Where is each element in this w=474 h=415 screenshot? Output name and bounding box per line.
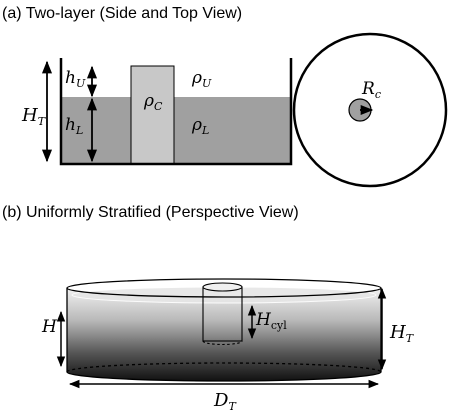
depth-label: H: [41, 317, 58, 337]
tank-walls: [59, 58, 293, 166]
upper-density-label: ρU: [191, 68, 212, 90]
stratified-tank: [56, 278, 387, 389]
cylinder-top-ellipse: [202, 282, 243, 292]
stratified-fluid: [67, 288, 381, 381]
cylinder-density-label: ρC: [143, 91, 163, 113]
total-height-label: HT: [21, 105, 47, 128]
lower-density-label: ρL: [191, 115, 209, 137]
tank-bottom-hidden: [66, 362, 382, 373]
radius-label: Rc: [361, 79, 381, 101]
side-view-tank: [41, 58, 293, 166]
panel-a-caption: (a) Two-layer (Side and Top View): [2, 5, 242, 22]
top-view: [292, 32, 448, 188]
total-height-label-b: HT: [389, 322, 415, 345]
cylinder-side: [130, 65, 175, 165]
cylinder-base: [202, 340, 243, 346]
lower-depth-label: hL: [65, 115, 83, 137]
upper-depth-label: hU: [65, 68, 86, 90]
cylinder-height-label: Hcyl: [255, 310, 287, 332]
lower-layer: [61, 97, 291, 164]
diameter-label: DT: [213, 390, 237, 413]
panel-b-caption: (b) Uniformly Stratified (Perspective Vi…: [2, 204, 299, 221]
